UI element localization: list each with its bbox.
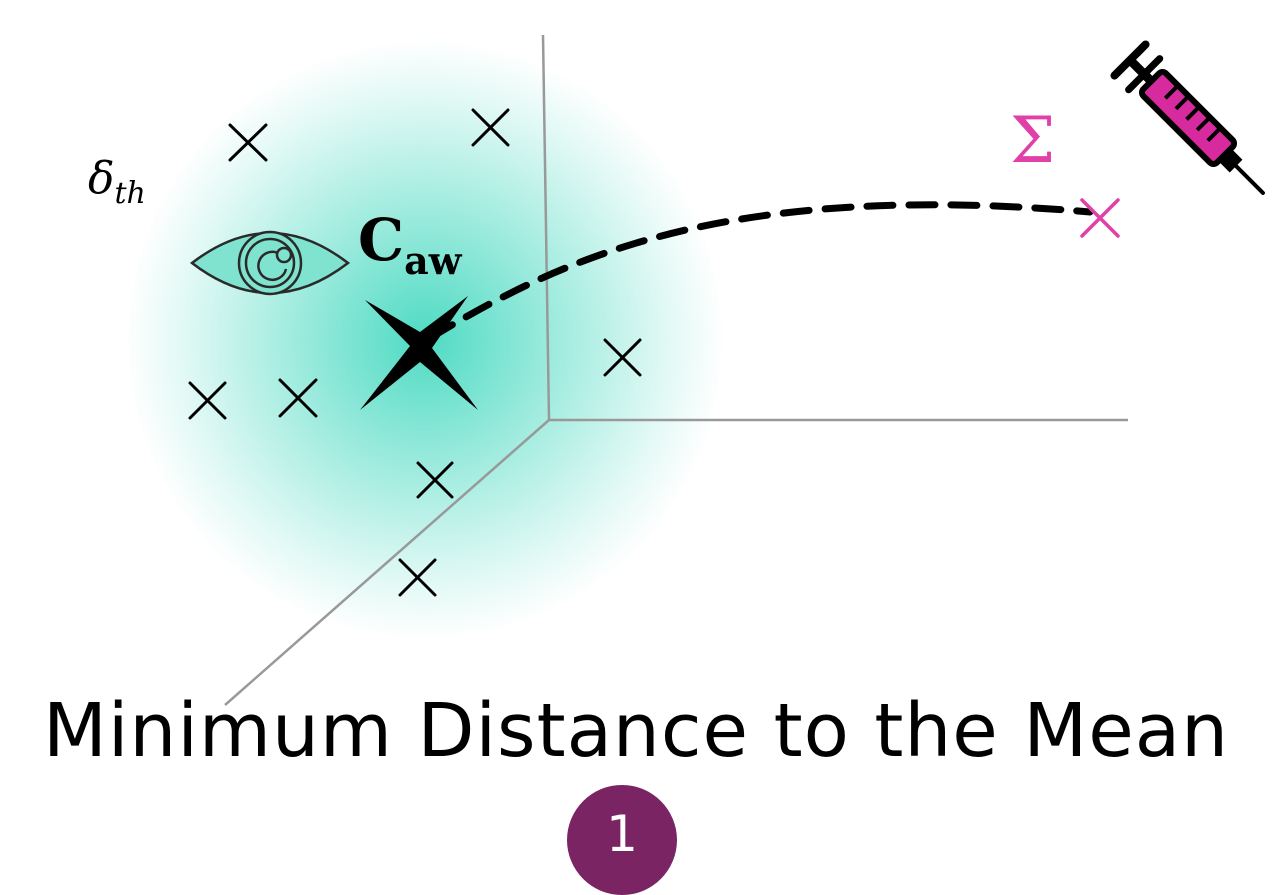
centroid-marker	[360, 296, 478, 410]
diagram-title: Minimum Distance to the Mean	[43, 688, 1229, 774]
eye-icon	[189, 230, 351, 296]
sigma-label: Σ	[1010, 104, 1055, 178]
axes	[224, 34, 1128, 706]
cross-marker	[603, 338, 642, 377]
centroid-label: Caw	[358, 206, 463, 283]
syringe-icon	[1110, 40, 1265, 195]
injected-point	[1080, 198, 1120, 238]
cross-marker	[278, 378, 318, 418]
cross-marker	[398, 558, 437, 597]
data-points	[188, 108, 642, 597]
cross-marker	[416, 461, 454, 499]
cross-marker	[188, 381, 227, 420]
threshold-label: δth	[88, 153, 146, 211]
diagram-canvas: δth Caw Σ	[88, 34, 1265, 706]
cross-marker	[471, 108, 510, 147]
step-badge: 1	[567, 785, 677, 895]
cross-marker	[228, 123, 268, 162]
dashed-trajectory	[426, 201, 1094, 342]
